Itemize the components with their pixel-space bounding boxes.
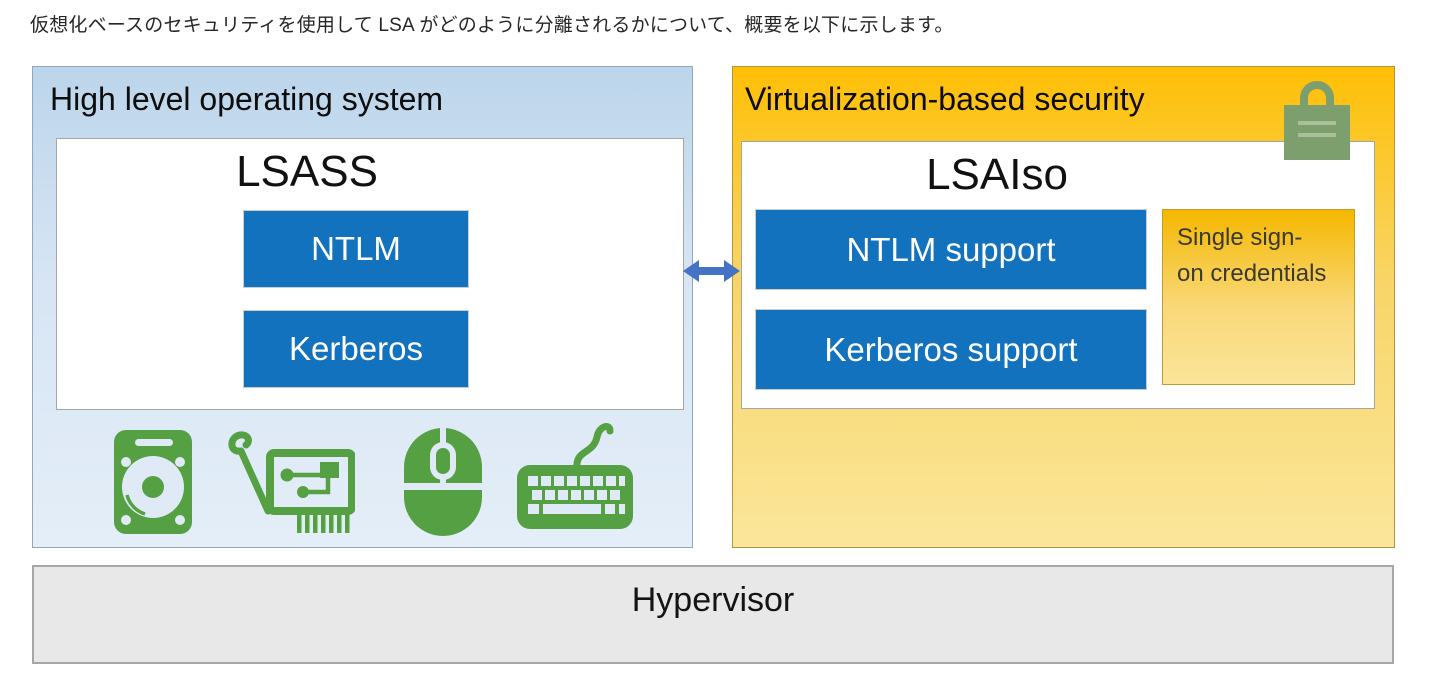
ntlm-support-box: NTLM support [755,209,1147,290]
lock-icon [1284,81,1350,160]
bidirectional-arrow-icon [683,260,740,282]
high-level-os-panel: High level operating system LSASS NTLM K… [32,66,693,548]
kerberos-support-box: Kerberos support [755,309,1147,390]
intro-text: 仮想化ベースのセキュリティを使用して LSA がどのように分離されるかについて、… [30,15,954,36]
lsaiso-container: LSAIso NTLM support Kerberos support Sin… [741,141,1375,409]
lsaiso-label: LSAIso [926,150,1068,199]
ntlm-box: NTLM [243,210,469,288]
keyboard-icon [517,423,633,529]
left-panel-title: High level operating system [50,81,444,117]
network-card-icon [228,431,355,533]
mouse-icon [404,428,482,536]
virtualization-based-security-panel: Virtualization-based security LSAIso NTL… [732,66,1395,548]
single-sign-on-credentials-box: Single sign-on credentials [1162,209,1355,385]
right-panel-title: Virtualization-based security [745,81,1145,117]
kerberos-box: Kerberos [243,310,469,388]
lsass-label: LSASS [236,147,378,196]
hypervisor-box: Hypervisor [32,565,1394,664]
hard-drive-icon [114,430,192,534]
lsass-container: LSASS NTLM Kerberos [56,138,684,410]
